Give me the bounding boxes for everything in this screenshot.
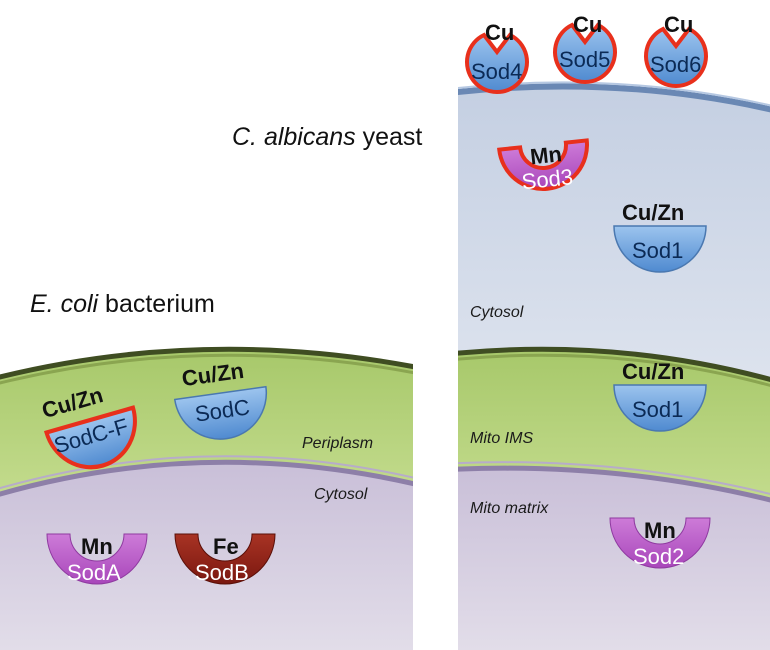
sod4-body xyxy=(465,32,529,95)
calbicans-title-rest: yeast xyxy=(355,123,423,151)
enzyme-sod5: Cu Sod5 xyxy=(553,12,617,85)
sod4-metal-label: Cu xyxy=(485,20,514,45)
sod4-name-label: Sod4 xyxy=(471,59,522,84)
sod5-name-label: Sod5 xyxy=(559,47,610,72)
enzyme-sod2: Mn Sod2 xyxy=(609,517,711,569)
sod6-body xyxy=(644,26,708,89)
sod6-metal-label: Cu xyxy=(664,12,693,37)
sodc-body xyxy=(173,385,268,440)
soda-metal-label: Mn xyxy=(81,534,113,559)
yeast-mito-outer-membrane xyxy=(458,346,770,382)
yeast-mito-inner-membrane xyxy=(458,465,770,503)
sod1-ims-body xyxy=(613,384,707,432)
enzyme-sod1-ims: Cu/Zn Sod1 xyxy=(613,359,707,432)
calbicans-cell xyxy=(458,81,770,650)
enzyme-sod3: Mn Sod3 xyxy=(497,138,589,194)
sod3-body xyxy=(497,138,589,191)
ecoli-inner-membrane xyxy=(0,459,413,497)
enzyme-sodb: Fe SodB xyxy=(174,533,276,585)
sod1-cytosol-name-label: Sod1 xyxy=(632,238,683,263)
yeast-cytosol-label: Cytosol xyxy=(470,304,524,321)
sod2-body xyxy=(609,517,711,569)
yeast-cytosol-region xyxy=(458,84,770,380)
enzyme-soda: Mn SodA xyxy=(46,533,148,585)
sod2-metal-label: Mn xyxy=(644,518,676,543)
sodb-body xyxy=(174,533,276,585)
ecoli-title: E. coli bacterium xyxy=(30,290,215,319)
sod3-metal-label: Mn xyxy=(529,141,563,169)
sodb-name-label: SodB xyxy=(195,560,249,585)
sod6-name-label: Sod6 xyxy=(650,52,701,77)
sod1-cytosol-body xyxy=(613,225,707,273)
calbicans-title: C. albicans yeast xyxy=(232,123,422,152)
sod1-ims-name-label: Sod1 xyxy=(632,397,683,422)
yeast-mito-ims-label: Mito IMS xyxy=(470,430,533,447)
ecoli-cytosol-label: Cytosol xyxy=(314,486,368,503)
sod3-name-label: Sod3 xyxy=(520,164,574,194)
yeast-mito-matrix-label: Mito matrix xyxy=(470,500,549,517)
ecoli-title-italic: E. coli xyxy=(30,290,99,318)
calbicans-title-italic: C. albicans xyxy=(232,123,356,151)
soda-name-label: SodA xyxy=(67,560,121,585)
sod1-cytosol-metal-label: Cu/Zn xyxy=(622,200,684,225)
yeast-mito-matrix-region xyxy=(458,468,770,650)
sod5-metal-label: Cu xyxy=(573,12,602,37)
ecoli-periplasm-label: Periplasm xyxy=(302,435,373,452)
ecoli-inner-membrane-highlight xyxy=(0,455,413,490)
enzyme-sod1-cytosol: Cu/Zn Sod1 xyxy=(613,200,707,273)
sod5-body xyxy=(553,22,617,85)
sod2-name-label: Sod2 xyxy=(633,544,684,569)
ecoli-outer-membrane-highlight xyxy=(0,353,413,385)
sod1-ims-metal-label: Cu/Zn xyxy=(622,359,684,384)
soda-body xyxy=(46,533,148,585)
ecoli-title-rest: bacterium xyxy=(98,290,215,318)
yeast-mito-inner-membrane-highlight xyxy=(458,461,770,495)
enzyme-sod4: Cu Sod4 xyxy=(465,20,529,95)
enzyme-sod6: Cu Sod6 xyxy=(644,12,708,89)
yeast-mito-outer-membrane-highlight xyxy=(458,353,770,387)
ecoli-outer-membrane xyxy=(0,346,413,380)
sodb-metal-label: Fe xyxy=(213,534,239,559)
sodc-f-body xyxy=(43,405,137,470)
